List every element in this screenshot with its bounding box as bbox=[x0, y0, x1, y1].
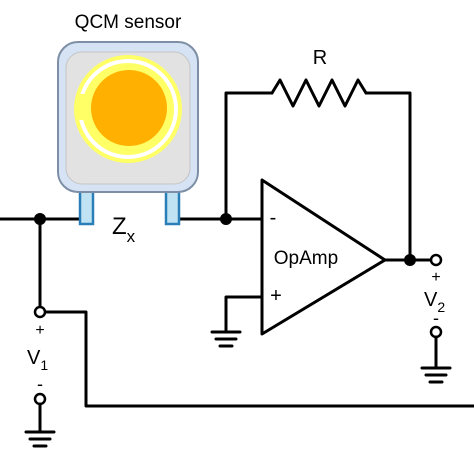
ground-icon bbox=[24, 402, 56, 448]
v2-label: V2 bbox=[424, 289, 445, 315]
return-wire bbox=[43, 310, 474, 408]
v1-positive-terminal bbox=[33, 305, 47, 319]
feedback-right-wire bbox=[364, 91, 412, 262]
v2-positive-terminal bbox=[429, 253, 443, 267]
ground-icon bbox=[420, 335, 452, 384]
v1-minus-sign: - bbox=[37, 374, 43, 394]
v1-plus-sign: + bbox=[35, 322, 44, 339]
sensor-title: QCM sensor bbox=[75, 12, 182, 33]
opamp-label: OpAmp bbox=[274, 248, 338, 269]
v1-label: V1 bbox=[27, 347, 48, 373]
junction-feedback bbox=[220, 213, 232, 225]
opamp-symbol bbox=[260, 178, 387, 336]
plus-input-wire bbox=[224, 295, 264, 334]
opamp-noninverting-label: + bbox=[270, 285, 282, 307]
electrode bbox=[91, 70, 167, 146]
v2-plus-sign: + bbox=[431, 269, 440, 286]
resistor-label: R bbox=[313, 47, 327, 69]
qcm-sensor bbox=[57, 41, 199, 226]
junction-input bbox=[34, 213, 46, 225]
opamp-inverting-label: - bbox=[270, 207, 277, 229]
v2-minus-sign: - bbox=[433, 308, 439, 328]
ground-icon bbox=[210, 330, 242, 348]
resistor bbox=[270, 78, 368, 108]
impedance-label: Zx bbox=[112, 213, 136, 246]
junction-output bbox=[404, 254, 416, 266]
feedback-left-wire bbox=[224, 91, 274, 221]
